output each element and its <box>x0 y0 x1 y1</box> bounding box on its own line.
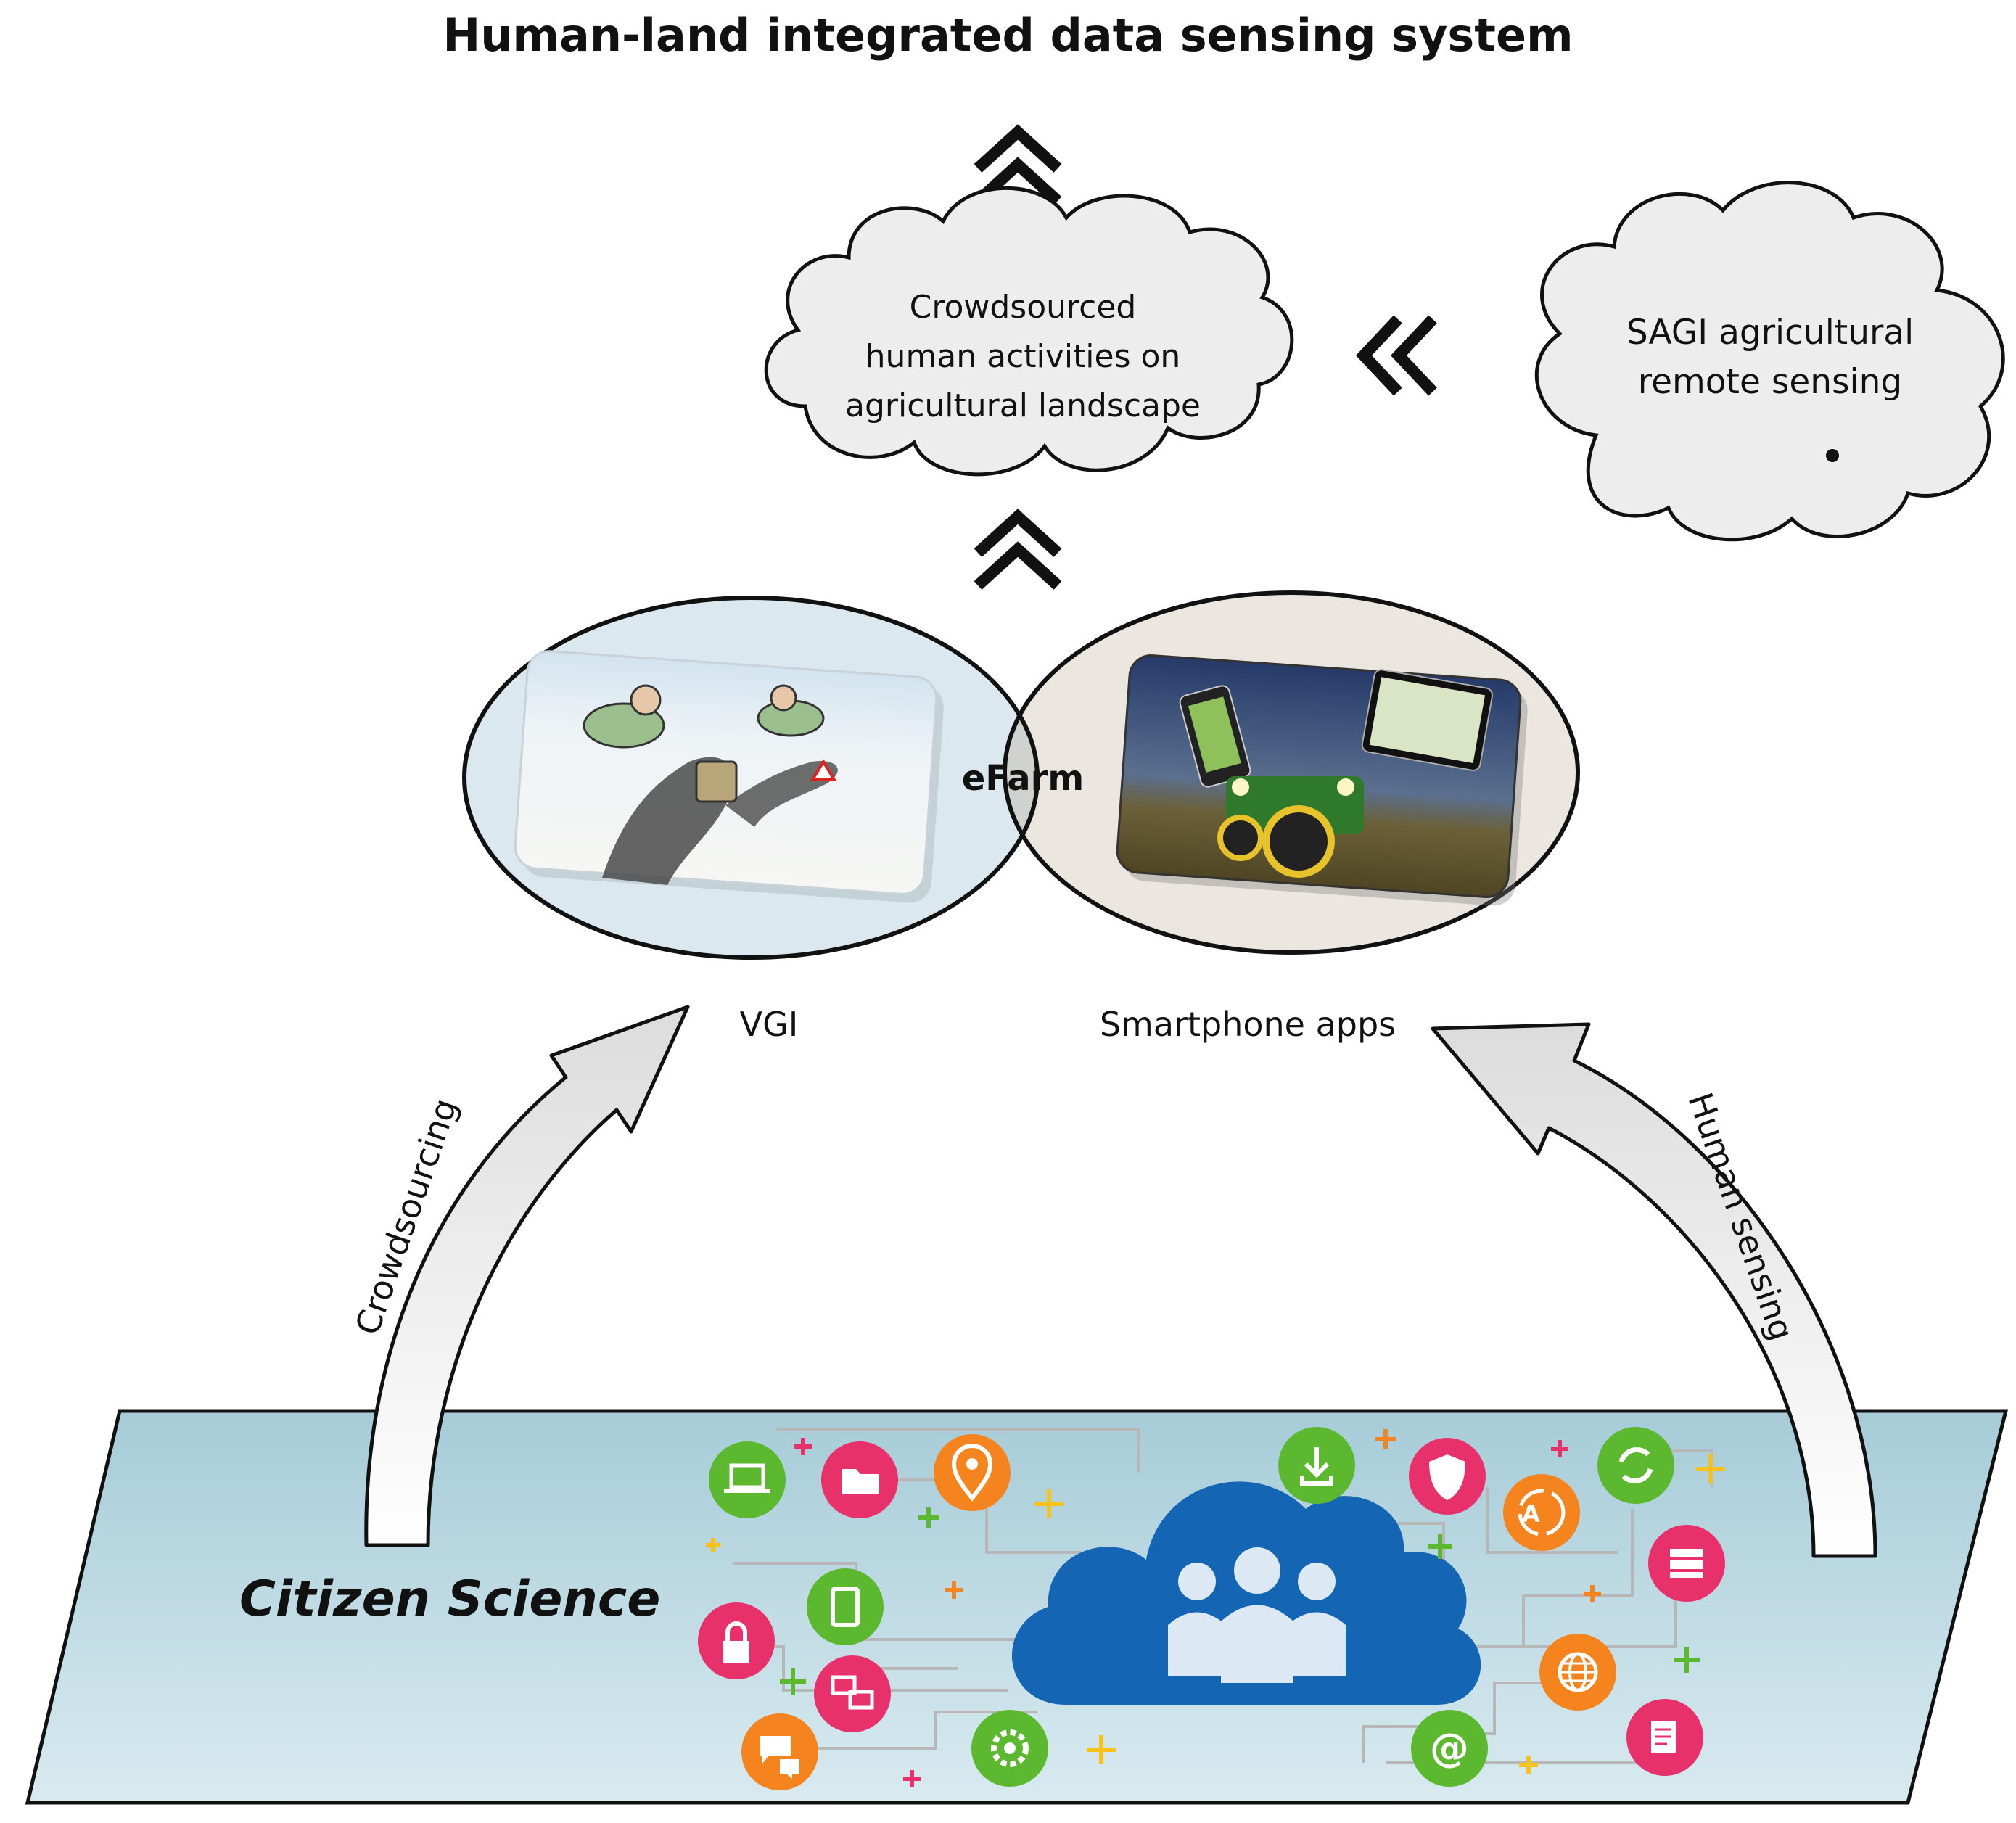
lock-icon <box>698 1602 775 1679</box>
translate-icon: A <box>1503 1474 1580 1551</box>
tablet-icon <box>807 1568 884 1645</box>
svg-text:A: A <box>1522 1500 1540 1528</box>
folder-icon <box>821 1441 898 1518</box>
download-icon <box>1278 1427 1355 1504</box>
map-pin-icon <box>934 1434 1011 1511</box>
crowdsourcing-arrow <box>364 1005 690 1547</box>
refresh-icon <box>1597 1427 1674 1504</box>
cloud-line: agricultural landscape <box>845 387 1201 424</box>
email-icon: @ <box>1411 1710 1488 1787</box>
plus-decorations <box>706 1429 1725 1787</box>
vgi-label: VGI <box>739 1005 799 1044</box>
gear-icon <box>971 1710 1048 1787</box>
crowdsourced-cloud-text: Crowdsourced human activities on agricul… <box>776 283 1270 431</box>
server-icon <box>1648 1525 1725 1602</box>
left-chevron <box>1356 315 1437 396</box>
shield-icon <box>1409 1438 1486 1515</box>
smartphone-apps-photo <box>1116 654 1528 906</box>
devices-icon <box>814 1655 891 1732</box>
sagi-cloud-text: SAGI agricultural remote sensing <box>1567 308 1973 407</box>
crowdsourced-activities-cloud <box>764 186 1294 477</box>
svg-text:@: @ <box>1430 1725 1469 1771</box>
cloud-line: SAGI agricultural <box>1626 313 1914 353</box>
citizen-science-label: Citizen Science <box>239 1571 661 1628</box>
vgi-illustration <box>514 650 944 903</box>
chat-icon <box>741 1713 818 1790</box>
sagi-remote-sensing-cloud <box>1534 181 2005 542</box>
community-cloud-icon <box>1011 1481 1481 1705</box>
globe-icon <box>1539 1634 1616 1711</box>
cloud-dot <box>1826 449 1839 462</box>
smartphone-apps-label: Smartphone apps <box>1099 1005 1396 1044</box>
document-icon <box>1626 1699 1703 1776</box>
laptop-icon <box>709 1441 786 1518</box>
cloud-line: Crowdsourced <box>909 289 1137 326</box>
diagram-title: Human-land integrated data sensing syste… <box>443 9 1573 62</box>
efarm-label: eFarm <box>961 758 1085 799</box>
cloud-line: human activities on <box>865 338 1181 375</box>
up-chevron-middle <box>974 509 1062 590</box>
cloud-line: remote sensing <box>1637 362 1903 402</box>
human-sensing-arrow <box>1431 1022 1877 1558</box>
